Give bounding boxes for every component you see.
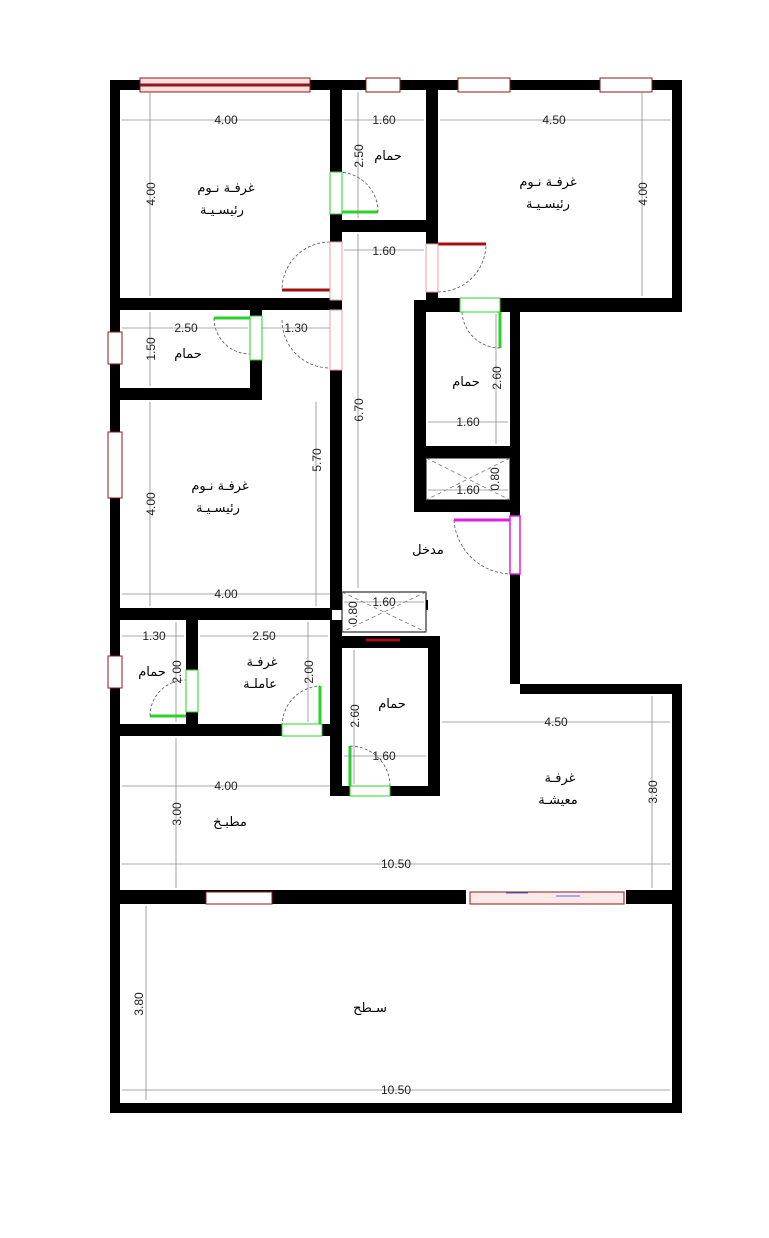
doors <box>149 171 521 797</box>
window-left-bath <box>107 331 123 365</box>
dimension-lines <box>122 92 670 1100</box>
label-bath-right: حمام <box>452 375 480 390</box>
dim-shaft-right-width: 1.60 <box>456 483 480 497</box>
dim-maid-bath-height: 2.00 <box>170 660 184 684</box>
label-maid-bath: حمام <box>138 665 166 680</box>
dim-kitchen-height: 3.00 <box>170 802 184 826</box>
dim-corridor-width: 1.60 <box>372 244 396 258</box>
label-bed3-top: غرفـة نـوم <box>191 479 248 494</box>
dim-corridor-length: 6.70 <box>352 398 366 422</box>
label-bed2-bottom: رئيسـيـة <box>526 197 570 212</box>
dim-kitchen-width: 4.00 <box>214 779 238 793</box>
dim-maid-bath-width: 1.30 <box>142 629 166 643</box>
dimension-labels: 4.00 4.00 1.60 2.50 4.50 4.00 1.60 6.70 … <box>132 113 660 1097</box>
dim-bath-left-width: 2.50 <box>174 321 198 335</box>
dim-shaft-mid-width: 1.60 <box>372 595 396 609</box>
dim-bath-left-height: 1.50 <box>144 337 158 361</box>
dim-bath-top-height: 2.50 <box>352 144 366 168</box>
dim-maid-room-height: 2.00 <box>302 660 316 684</box>
label-bed1-top: غرفـة نـوم <box>197 181 254 196</box>
dim-roof-width: 10.50 <box>381 1083 411 1097</box>
dim-bed3-width: 4.00 <box>214 587 238 601</box>
dim-roof-height: 3.80 <box>132 992 146 1016</box>
dim-bath-mid-width: 1.60 <box>372 749 396 763</box>
dim-bed2-height: 4.00 <box>636 182 650 206</box>
window-top-bath <box>365 77 401 93</box>
label-living-bottom: معيشـة <box>538 793 578 808</box>
label-kitchen: مطبـخ <box>213 815 247 830</box>
window-left-bed <box>107 431 123 499</box>
dim-bed3-side: 5.70 <box>310 448 324 472</box>
dim-bath-right-height: 2.60 <box>490 366 504 390</box>
shaft-right-cross <box>425 457 511 501</box>
label-bath-mid: حمام <box>378 697 406 712</box>
dim-bed3-height: 4.00 <box>144 492 158 516</box>
dim-bath-mid-height: 2.60 <box>348 704 362 728</box>
label-bed3-bottom: رئيسـيـة <box>196 501 240 516</box>
window-left-maid <box>107 655 123 689</box>
label-roof: سـطح <box>353 1001 387 1016</box>
dim-shaft-right-height: 0.80 <box>488 467 502 491</box>
label-living-top: غرفـة <box>545 771 576 786</box>
label-bath-top: حمام <box>374 149 402 164</box>
dim-bath-top-width: 1.60 <box>372 113 396 127</box>
dim-shaft-mid-height: 0.80 <box>346 601 360 625</box>
window-top-right-2 <box>599 77 653 93</box>
dim-living-height: 3.80 <box>646 780 660 804</box>
dim-bath-right-width: 1.60 <box>456 415 480 429</box>
room-labels: غرفـة نـوم رئيسـيـة حمام غرفـة نـوم رئيس… <box>138 149 578 1016</box>
window-kitchen <box>205 891 273 905</box>
window-top-right-1 <box>457 77 511 93</box>
label-bed1-bottom: رئيسـيـة <box>200 203 244 218</box>
label-entrance: مدخل <box>412 543 444 558</box>
dim-bed1-height: 4.00 <box>144 182 158 206</box>
sliding-door-living <box>469 891 625 905</box>
dim-bed1-width: 4.00 <box>214 113 238 127</box>
label-bed2-top: غرفـة نـوم <box>519 175 576 190</box>
dim-bed2-width: 4.50 <box>542 113 566 127</box>
label-maid-room-bottom: عاملـة <box>243 677 277 692</box>
dim-maid-room-width: 2.50 <box>252 629 276 643</box>
label-maid-room-top: غرفـة <box>247 655 278 670</box>
dim-bath-left-gap: 1.30 <box>284 321 308 335</box>
dim-total-width: 10.50 <box>381 857 411 871</box>
dim-living-width: 4.50 <box>544 715 568 729</box>
shaft-mid-cross <box>341 591 427 633</box>
label-bath-left: حمام <box>174 347 202 362</box>
